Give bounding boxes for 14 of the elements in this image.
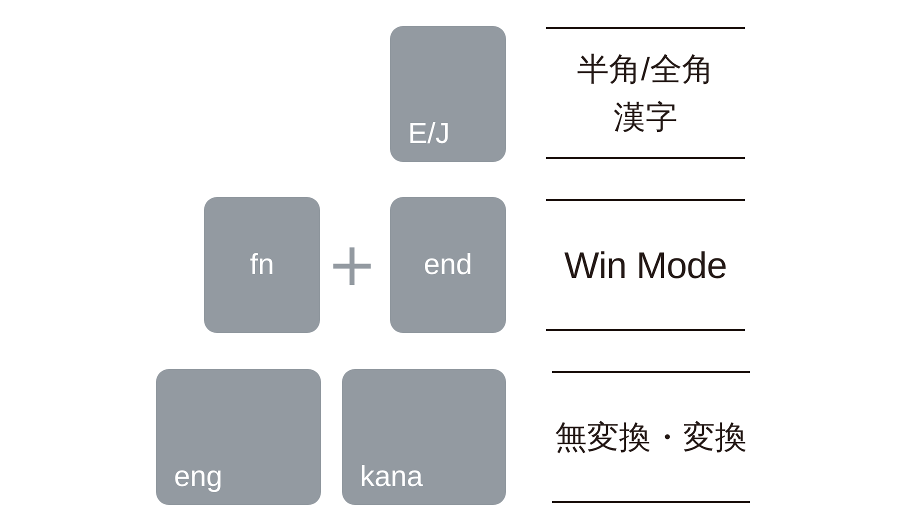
plus-sign: + bbox=[326, 235, 378, 295]
key-label: eng bbox=[174, 463, 222, 492]
key-label: end bbox=[424, 250, 472, 280]
key-cap bbox=[204, 197, 320, 333]
function-label: Win Mode bbox=[564, 246, 727, 284]
key-cap bbox=[390, 26, 506, 162]
key-label: fn bbox=[250, 250, 274, 280]
function-label: 半角/全角漢字 bbox=[576, 50, 715, 137]
key-cap bbox=[342, 369, 506, 505]
key-label: kana bbox=[360, 463, 423, 492]
key-cap bbox=[156, 369, 321, 505]
key-label: E/J bbox=[408, 120, 450, 149]
function-label: 無変換・変換 bbox=[555, 421, 747, 453]
key-cap bbox=[390, 197, 506, 333]
